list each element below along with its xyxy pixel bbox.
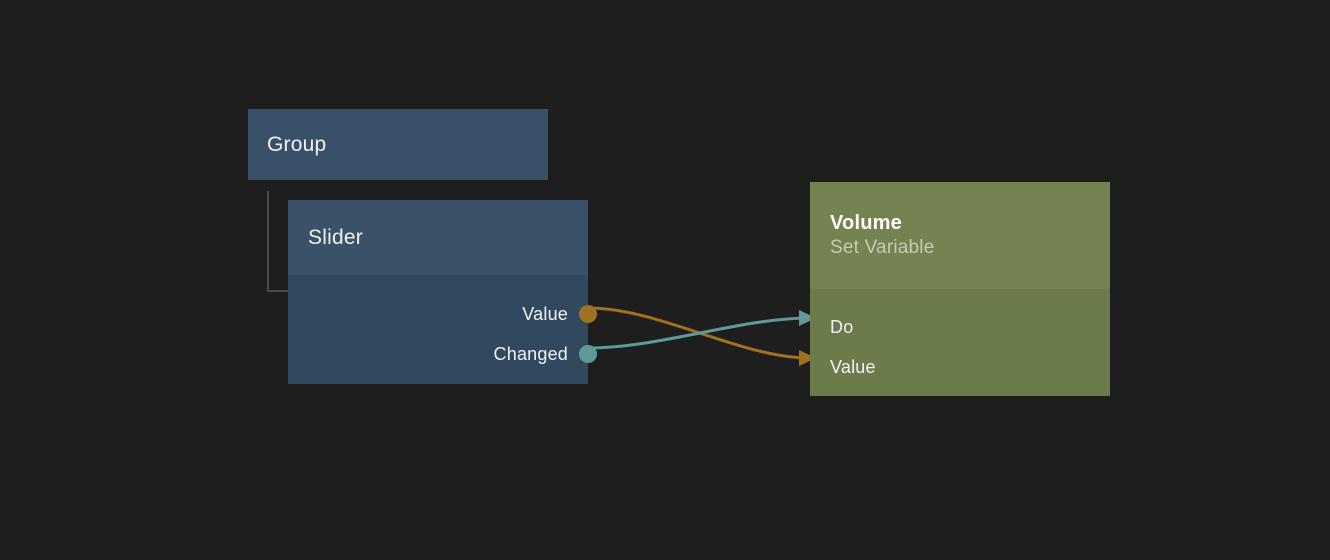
node-slider-title: Slider: [308, 225, 363, 249]
wire-changed-to-do: [586, 316, 812, 350]
input-port-value[interactable]: Value: [810, 347, 1110, 387]
node-volume-body: Do Value: [810, 289, 1110, 396]
node-group-header[interactable]: Group: [248, 109, 548, 180]
node-volume[interactable]: Volume Set Variable Do Value: [810, 182, 1110, 396]
input-port-do[interactable]: Do: [810, 307, 1110, 347]
node-slider-header[interactable]: Slider: [288, 200, 588, 275]
node-group-title: Group: [267, 132, 327, 156]
output-port-changed-dot-icon[interactable]: [579, 345, 597, 363]
node-volume-subtitle: Set Variable: [830, 237, 935, 259]
node-volume-title: Volume: [830, 212, 902, 235]
output-port-value-label: Value: [522, 303, 568, 324]
node-volume-header[interactable]: Volume Set Variable: [810, 182, 1110, 289]
wire-value-to-value: [586, 306, 812, 360]
node-group[interactable]: Group: [248, 109, 548, 180]
output-port-value-dot-icon[interactable]: [579, 305, 597, 323]
output-port-changed[interactable]: Changed: [288, 334, 597, 374]
input-port-do-label: Do: [830, 316, 854, 337]
node-slider-body: Value Changed: [288, 275, 597, 384]
group-containment-bracket: [267, 191, 291, 292]
input-port-value-label: Value: [830, 356, 876, 377]
node-slider[interactable]: Slider Value Changed: [288, 200, 597, 384]
output-port-value[interactable]: Value: [288, 294, 597, 334]
output-port-changed-label: Changed: [493, 343, 568, 364]
